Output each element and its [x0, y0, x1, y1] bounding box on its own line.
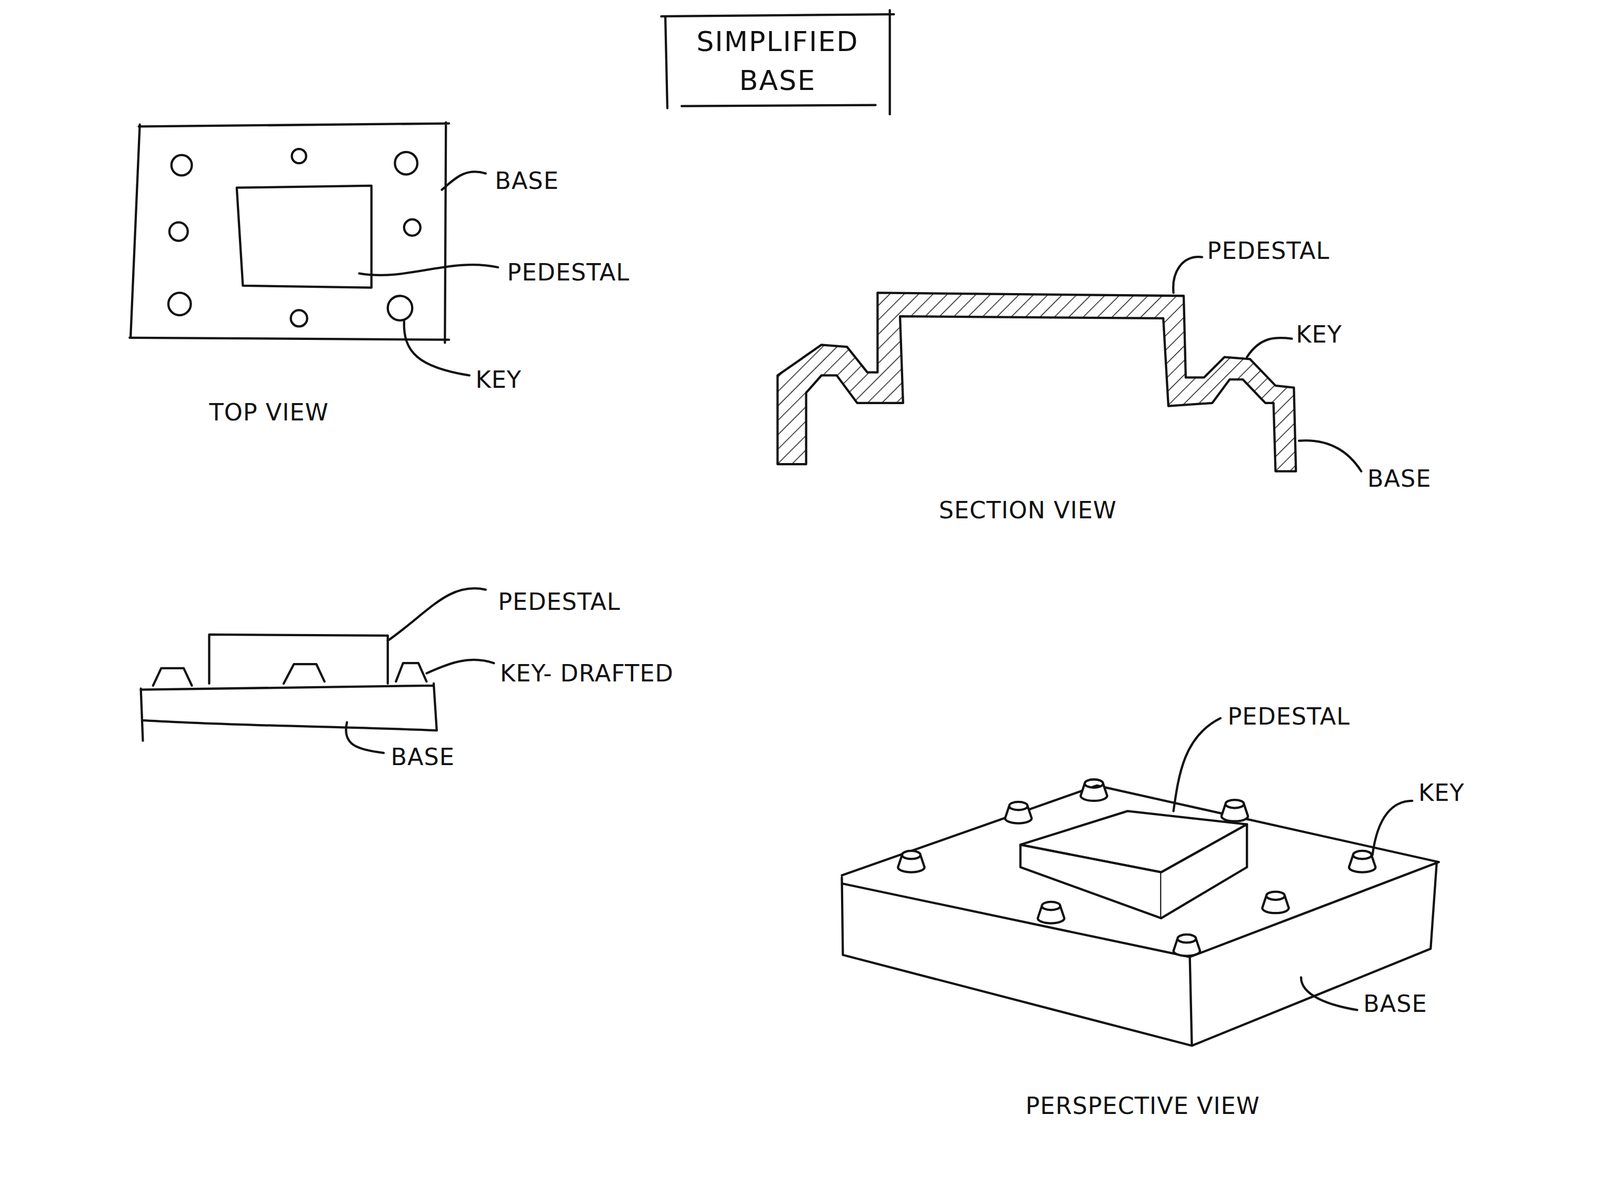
base-outline [129, 122, 449, 344]
leader-line [387, 588, 486, 641]
base-outline [141, 683, 437, 742]
section-view [777, 256, 1362, 472]
part-label: KEY [1418, 778, 1465, 807]
key-circle [394, 152, 418, 175]
frame-line [665, 16, 668, 108]
part-label: KEY [475, 365, 522, 394]
side-view [141, 588, 495, 754]
part-label: BASE [494, 166, 559, 195]
part-label: PEDESTAL [1227, 702, 1350, 731]
leader-line [442, 171, 486, 190]
title-frame [661, 10, 894, 115]
pedestal-side [1161, 824, 1247, 919]
base-block [842, 785, 1439, 1046]
key-boss [1262, 892, 1289, 914]
key-boss [897, 851, 925, 873]
top-view [129, 122, 498, 376]
leader-line [404, 321, 470, 376]
section-profile [777, 292, 1296, 472]
drafted-key [153, 668, 193, 686]
part-label: BASE [391, 742, 455, 772]
key-circle [169, 222, 188, 242]
key-boss [1080, 779, 1107, 802]
part-label: KEY- DRAFTED [500, 658, 674, 688]
frame-line [661, 14, 894, 17]
leader-line [1173, 718, 1221, 812]
leader-line [1173, 256, 1203, 293]
leader-line [1246, 337, 1292, 358]
frame-line [888, 10, 892, 115]
key-circle [291, 310, 308, 327]
key-circle [404, 219, 421, 236]
key-circle [291, 148, 306, 164]
leader-line [1298, 440, 1362, 472]
part-label: PEDESTAL [507, 258, 630, 287]
view-title: TOP VIEW [208, 397, 329, 427]
key-boss [1037, 902, 1065, 924]
leader-line [358, 264, 498, 276]
key-boss [1221, 800, 1248, 822]
key-boss [1173, 934, 1200, 957]
part-label: BASE [1363, 990, 1427, 1019]
leader-line [1301, 977, 1358, 1010]
drafted-key [283, 664, 325, 684]
part-label: BASE [1367, 464, 1432, 493]
key-circle [387, 295, 413, 321]
drafted-key [395, 663, 427, 682]
key-circle [171, 155, 193, 176]
frame-line [681, 105, 876, 107]
part-label: PEDESTAL [497, 587, 621, 617]
pedestal-outline [236, 185, 372, 288]
key-boss [1005, 802, 1032, 824]
leader-line [1372, 801, 1413, 856]
pedestal-outline [208, 634, 388, 684]
perspective-view [842, 718, 1439, 1046]
leader-line [426, 660, 494, 674]
key-circle [168, 292, 192, 316]
part-label: KEY [1295, 320, 1343, 349]
sheet-title: SIMPLIFIED BASE [677, 22, 878, 100]
view-title: SECTION VIEW [938, 495, 1117, 525]
view-title: PERSPECTIVE VIEW [1025, 1092, 1260, 1121]
part-label: PEDESTAL [1207, 236, 1330, 266]
leader-line [345, 722, 384, 754]
